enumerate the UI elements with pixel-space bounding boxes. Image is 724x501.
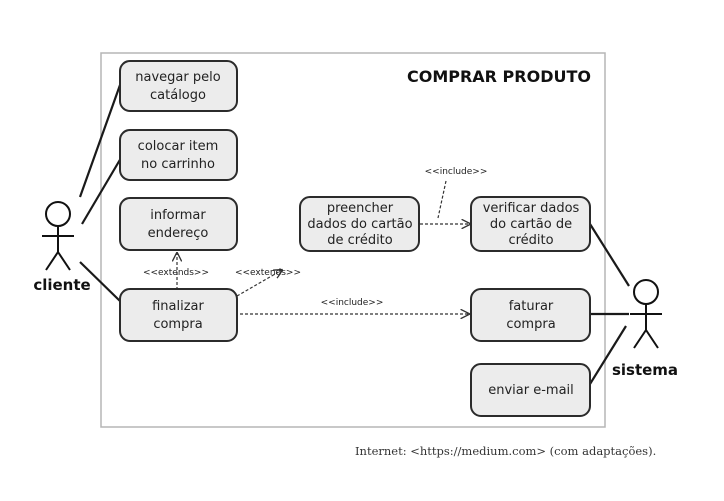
use-case-colocar-line2: no carrinho [141,157,215,172]
use-case-informar-line2: endereço [148,226,209,241]
use-case-finalizar: finalizar compra [119,288,238,342]
use-case-enviar-line1: enviar e-mail [488,383,574,398]
use-case-colocar-line1: colocar item [138,139,219,154]
use-case-preencher-line2: dados do cartão [307,217,412,232]
use-case-colocar: colocar item no carrinho [119,129,238,181]
use-case-enviar: enviar e-mail [470,363,591,417]
use-case-navegar-line2: catálogo [150,88,206,103]
use-case-verificar-line3: crédito [508,233,553,248]
use-case-verificar-line1: verificar dados [483,201,580,216]
actor-sistema-head [633,279,659,305]
use-case-preencher: preencher dados do cartão de crédito [299,196,420,252]
actor-cliente-label: cliente [33,276,90,294]
use-case-verificar: verificar dados do cartão de crédito [470,196,591,252]
actor-sistema-label: sistema [612,361,678,379]
use-case-faturar-line2: compra [506,317,555,332]
assoc-cliente-colocar [81,157,122,225]
use-case-informar-line1: informar [150,208,206,223]
extends-label-2: <<extends>> [235,268,301,278]
assoc-cliente-navegar [78,84,122,198]
use-case-informar: informar endereço [119,197,238,251]
use-case-finalizar-line1: finalizar [152,299,204,314]
assoc-cliente-finalizar [79,261,122,303]
assoc-sistema-verificar [589,223,630,287]
system-title: COMPRAR PRODUTO [407,67,591,86]
include-label-leader [437,180,447,219]
source-caption: Internet: <https://medium.com> (com adap… [355,444,657,458]
use-case-faturar-line1: faturar [509,299,554,314]
use-case-faturar: faturar compra [470,288,591,342]
use-case-preencher-line1: preencher [327,201,394,216]
include-label-2: <<include>> [321,298,384,308]
use-case-finalizar-line2: compra [153,317,202,332]
actor-cliente-head [45,201,71,227]
use-case-navegar-line1: navegar pelo [135,70,220,85]
use-case-navegar: navegar pelo catálogo [119,60,238,112]
use-case-preencher-line3: de crédito [327,233,393,248]
assoc-sistema-enviar [589,325,627,385]
extends-label-1: <<extends>> [143,268,209,278]
actor-sistema [630,279,662,349]
include-label-1: <<include>> [425,167,488,177]
use-case-verificar-line2: do cartão de [490,217,572,232]
extends-arrow-preencher [236,270,282,297]
actor-cliente [42,201,74,271]
